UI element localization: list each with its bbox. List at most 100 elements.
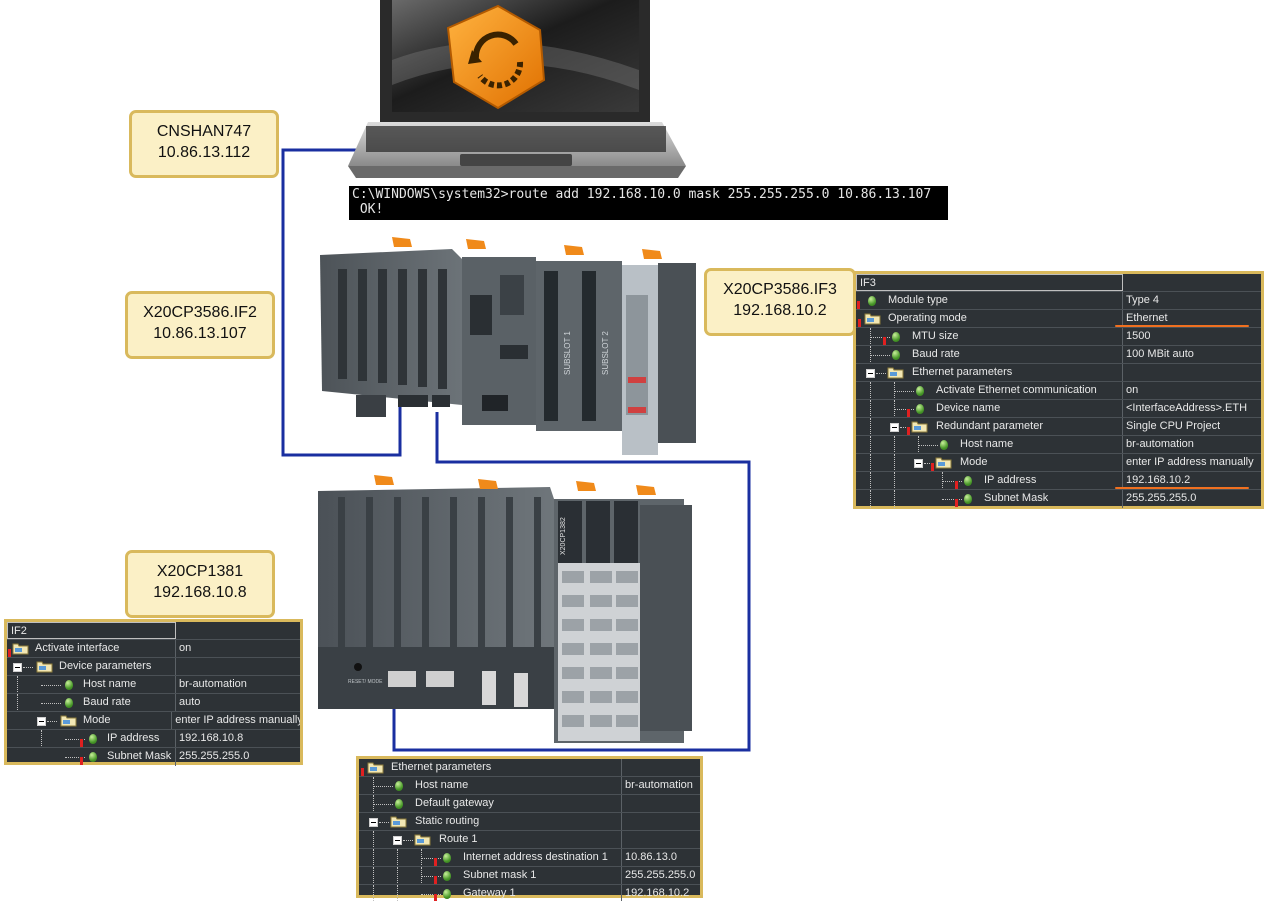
parameter-value: enter IP address manually	[175, 714, 300, 726]
parameter-value	[1123, 364, 1126, 381]
parameter-name: Subnet mask 1	[463, 869, 537, 881]
parameter-name: Host name	[960, 438, 1014, 450]
parameter-name: Baud rate	[83, 696, 131, 708]
parameter-name-cell: Host name	[359, 777, 622, 794]
parameter-icon	[892, 332, 900, 342]
parameter-value: on	[1126, 384, 1139, 396]
table-row[interactable]: Default gateway	[359, 795, 700, 813]
parameter-icon	[964, 476, 972, 486]
parameter-name: Activate interface	[35, 642, 120, 654]
parameter-name-cell: Host name	[856, 436, 1123, 453]
laptop-image	[348, 0, 686, 178]
parameter-name-cell: Activate Ethernet communication	[856, 382, 1123, 399]
parameter-icon	[916, 386, 924, 396]
parameter-name: Subnet Mask	[984, 492, 1049, 504]
plc-if2-ip: 10.86.13.107	[153, 325, 247, 342]
parameter-value: br-automation	[1126, 438, 1194, 450]
warning-marker-icon	[361, 768, 364, 776]
parameter-name: Module type	[888, 294, 948, 306]
collapse-toggle-icon	[13, 663, 22, 672]
folder-icon	[60, 714, 77, 727]
parameter-value: 1500	[1126, 330, 1151, 342]
parameter-icon	[868, 296, 876, 306]
plc-if2-label: X20CP3586.IF2 10.86.13.107	[125, 291, 275, 359]
parameter-name: Internet address destination 1	[463, 851, 608, 863]
table-row[interactable]: Module type Type 4	[856, 292, 1261, 310]
parameter-name-cell: Subnet Mask	[856, 490, 1123, 508]
table-row[interactable]: Ethernet parameters	[856, 364, 1261, 382]
warning-marker-icon	[434, 894, 437, 901]
warning-marker-icon	[955, 481, 958, 489]
parameter-value: 192.168.10.2	[625, 887, 690, 899]
table-row[interactable]: Device parameters	[7, 658, 300, 676]
parameter-name-cell: Device name	[856, 400, 1123, 417]
table-row[interactable]: Ethernet parameters	[359, 759, 700, 777]
parameter-name: Device parameters	[59, 660, 152, 672]
header-value-cell	[176, 622, 179, 639]
parameter-value	[176, 658, 179, 675]
x20cp1381-plc-image: RESET/ MODE X20CP1382	[318, 475, 692, 743]
parameter-value: 100 MBit auto	[1126, 348, 1194, 360]
ip-address-highlight	[1115, 487, 1249, 489]
collapse-toggle-icon	[393, 836, 402, 845]
table-header-row: IF2	[7, 622, 300, 640]
header-name-cell: IF3	[856, 274, 1123, 291]
command-prompt-output: C:\WINDOWS\system32>route add 192.168.10…	[349, 186, 948, 220]
console-result-line: OK!	[352, 202, 384, 217]
parameter-value: <InterfaceAddress>.ETH	[1126, 402, 1248, 414]
parameter-name-cell: Subnet Mask	[7, 748, 176, 766]
folder-icon	[367, 761, 384, 774]
parameter-name: Ethernet parameters	[391, 761, 492, 773]
parameter-icon	[395, 799, 403, 809]
folder-icon	[887, 366, 904, 379]
table-row[interactable]: Subnet Mask 255.255.255.0	[856, 490, 1261, 508]
table-row[interactable]: Host name br-automation	[856, 436, 1261, 454]
table-row[interactable]: Static routing	[359, 813, 700, 831]
collapse-toggle-icon	[890, 423, 899, 432]
parameter-name-cell: Activate interface	[7, 640, 176, 657]
parameter-name-cell: Baud rate	[856, 346, 1123, 363]
warning-marker-icon	[80, 739, 83, 747]
parameter-icon	[443, 889, 451, 899]
parameter-value	[622, 831, 625, 848]
plc-if2-name: X20CP3586.IF2	[143, 304, 257, 321]
parameter-name-cell: Device parameters	[7, 658, 176, 675]
table-row[interactable]: Route 1	[359, 831, 700, 849]
parameter-icon	[916, 404, 924, 414]
table-row[interactable]: Device name <InterfaceAddress>.ETH	[856, 400, 1261, 418]
parameter-icon	[89, 734, 97, 744]
pc-name: CNSHAN747	[156, 123, 252, 140]
parameter-value: Type 4	[1126, 294, 1160, 306]
cp1382-text: X20CP1382	[560, 517, 567, 555]
parameter-name: Mode	[960, 456, 988, 468]
parameter-name-cell: MTU size	[856, 328, 1123, 345]
subslot-1-text: SUBSLOT 1	[563, 331, 572, 375]
cp1381-label: X20CP1381 192.168.10.8	[125, 550, 275, 618]
parameter-name: IP address	[107, 732, 160, 744]
parameter-value: 255.255.255.0	[1126, 492, 1197, 504]
parameter-name-cell: Host name	[7, 676, 176, 693]
parameter-name: Device name	[936, 402, 1001, 414]
parameter-icon	[940, 440, 948, 450]
